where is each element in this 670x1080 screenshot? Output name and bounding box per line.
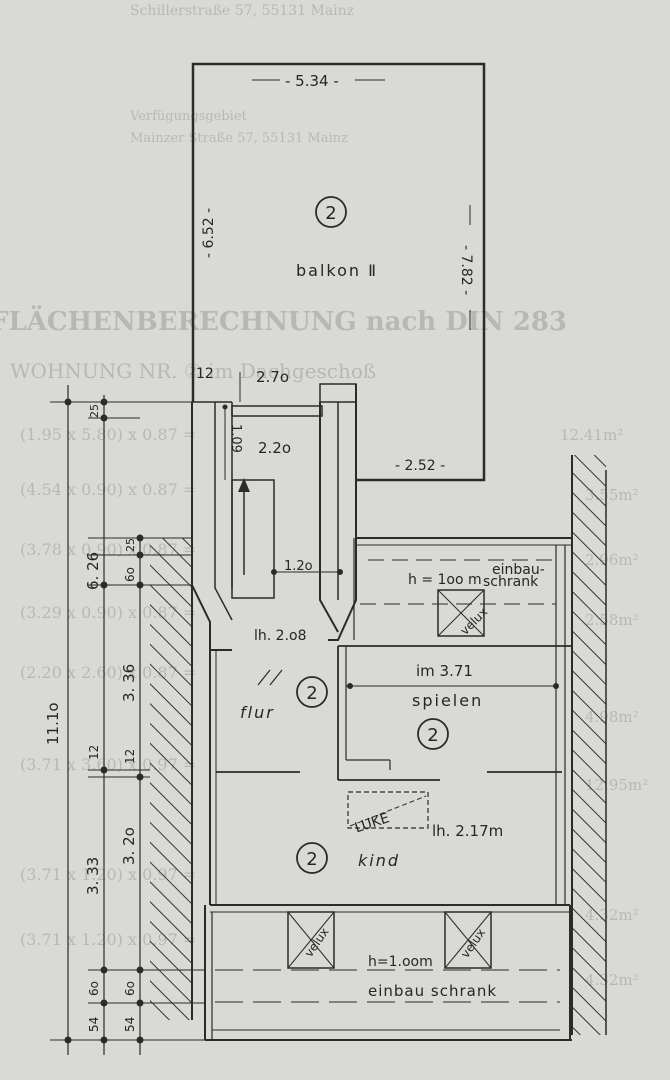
- dim-626: 6. 26: [84, 552, 102, 590]
- luke-label: LUKE: [353, 810, 392, 836]
- bg-row-1: (1.95 x 5.80) x 0.87 =: [20, 425, 196, 444]
- dim-60c: 6o: [123, 981, 137, 996]
- hatched-walls: [150, 455, 607, 1035]
- dim-320: 3. 2o: [120, 827, 138, 865]
- bg-row-2: (4.54 x 0.90) x 0.87 =: [20, 480, 196, 499]
- dim-balkon-right: - 7.82 -: [458, 245, 474, 295]
- room-walls: [204, 537, 572, 1041]
- dim-60a: 6o: [123, 567, 137, 582]
- room-number-flur: 2: [306, 683, 317, 704]
- dim-stair-lower: 1.2o: [284, 559, 313, 574]
- bg-address-1: Schillerstraße 57, 55131 Mainz: [130, 3, 354, 19]
- room-name-kind: kind: [358, 851, 400, 870]
- velux-window-1: velux: [437, 589, 490, 638]
- velux-label-3: velux: [458, 926, 488, 961]
- dim-25b: 25: [124, 538, 137, 552]
- label-einbau-top-1: einbau-: [492, 562, 545, 578]
- dim-12b: 12: [123, 749, 137, 764]
- label-einbau-bottom: einbau schrank: [368, 982, 497, 1000]
- room-number-kind: 2: [306, 849, 317, 870]
- left-dimension-chain: 11.1o 6. 26 3. 36 3. 33 3. 2o 12 12 25 2…: [44, 385, 210, 1055]
- bg-address-2: Verfügungsgebiet: [129, 109, 248, 124]
- velux-window-2: velux: [287, 911, 335, 969]
- staircase: [191, 372, 357, 650]
- dim-h-top: h = 1oo m: [408, 572, 482, 588]
- dim-h-bottom: h=1.oom: [368, 954, 433, 970]
- room-name-flur: flur: [240, 703, 275, 722]
- dim-stair-side: 1.09: [228, 424, 243, 453]
- room-name-balkon: balkon Ⅱ: [296, 261, 378, 280]
- dim-stair-12: 12: [196, 366, 214, 382]
- dim-balkon-bottom: - 2.52 -: [395, 458, 445, 474]
- dim-54b: 54: [123, 1017, 137, 1032]
- balkon-outline: [191, 62, 486, 482]
- room-numbers: 2 2 2 2: [296, 196, 449, 874]
- background-text: Schillerstraße 57, 55131 Mainz Verfügung…: [0, 3, 648, 989]
- room-name-spielen: spielen: [412, 691, 483, 710]
- dim-total: 11.1o: [44, 702, 62, 745]
- dim-12a: 12: [87, 745, 101, 760]
- dim-im-spielen: im 3.71: [416, 662, 473, 680]
- left-wall-hatch: [150, 538, 192, 1020]
- room-number-balkon: 2: [325, 203, 336, 224]
- bg-heading: FLÄCHENBERECHNUNG nach DIN 283: [0, 305, 567, 337]
- luke-hatch: LUKE: [347, 791, 429, 836]
- bg-value-1: 12.41m²: [560, 426, 623, 444]
- plan-measurements: - 5.34 - - 6.52 - - 7.82 - - 2.52 - 12 2…: [196, 72, 545, 1000]
- label-einbau-top-2: schrank: [483, 574, 539, 590]
- dim-25a: 25: [88, 404, 101, 418]
- dim-333: 3. 33: [84, 857, 102, 895]
- dim-lh-kind: lh. 2.17m: [432, 822, 503, 840]
- room-number-spielen: 2: [427, 725, 438, 746]
- room-names: balkon Ⅱ flur spielen kind: [240, 261, 483, 870]
- dim-lh-flur: lh. 2.o8: [254, 628, 307, 644]
- dim-54a: 54: [87, 1017, 101, 1032]
- dim-balkon-width: - 5.34 -: [285, 72, 339, 90]
- dim-stair-inner: 2.2o: [258, 439, 291, 457]
- velux-label-2: velux: [302, 925, 332, 960]
- velux-label-1: velux: [457, 605, 490, 638]
- dim-balkon-left: - 6.52 -: [201, 208, 217, 258]
- bg-address-3: Mainzer Straße 57, 55131 Mainz: [130, 131, 348, 146]
- velux-window-3: velux: [444, 911, 492, 969]
- dim-336: 3. 36: [120, 664, 138, 702]
- dim-stair-width: 2.7o: [256, 368, 289, 386]
- dim-60b: 6o: [87, 981, 101, 996]
- right-wall-hatch: [572, 455, 606, 1035]
